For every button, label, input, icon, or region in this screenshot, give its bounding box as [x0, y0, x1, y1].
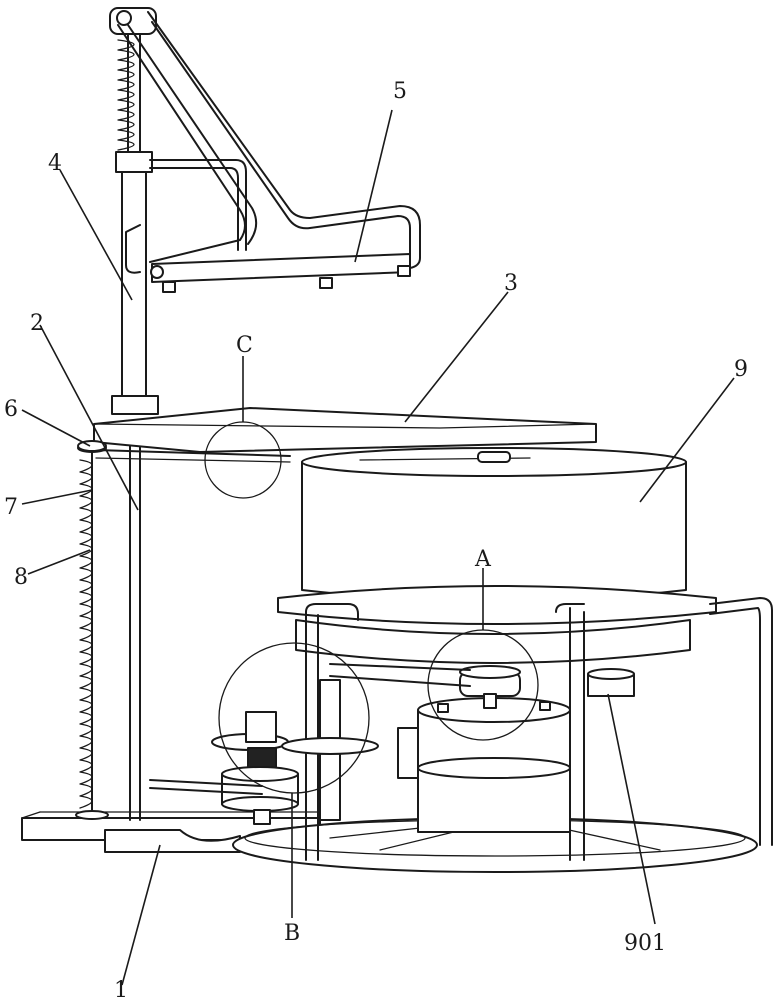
- label-7: 7: [4, 495, 18, 520]
- plate-3: [77, 407, 597, 463]
- label-1: 1: [114, 978, 128, 1000]
- label-5: 5: [393, 79, 407, 104]
- pulley-a: [329, 663, 521, 709]
- column-4: [111, 19, 159, 415]
- hub-901: [587, 668, 635, 697]
- spring-8: [75, 443, 109, 820]
- leader-lines: [21, 109, 735, 986]
- label-3: 3: [504, 271, 518, 296]
- drum-support: [277, 585, 773, 861]
- label-a: A: [474, 547, 492, 572]
- label-4: 4: [48, 151, 62, 176]
- gear-assembly-b: [149, 679, 379, 825]
- label-c: C: [236, 333, 253, 358]
- guide-rod-2: [129, 444, 141, 821]
- press-lever-5: [109, 7, 421, 293]
- drum-9: [301, 447, 687, 602]
- label-2: 2: [30, 311, 44, 336]
- part-labels: 1 2 3 4 5 6 7 8 9 901 A B C: [4, 79, 748, 1000]
- label-8: 8: [14, 565, 28, 590]
- label-901: 901: [624, 931, 666, 956]
- detail-circle-b: [218, 642, 370, 794]
- label-9: 9: [734, 357, 748, 382]
- lower-base-ring: [232, 817, 758, 873]
- motor: [397, 697, 571, 833]
- label-6: 6: [4, 397, 18, 422]
- label-b: B: [284, 921, 300, 946]
